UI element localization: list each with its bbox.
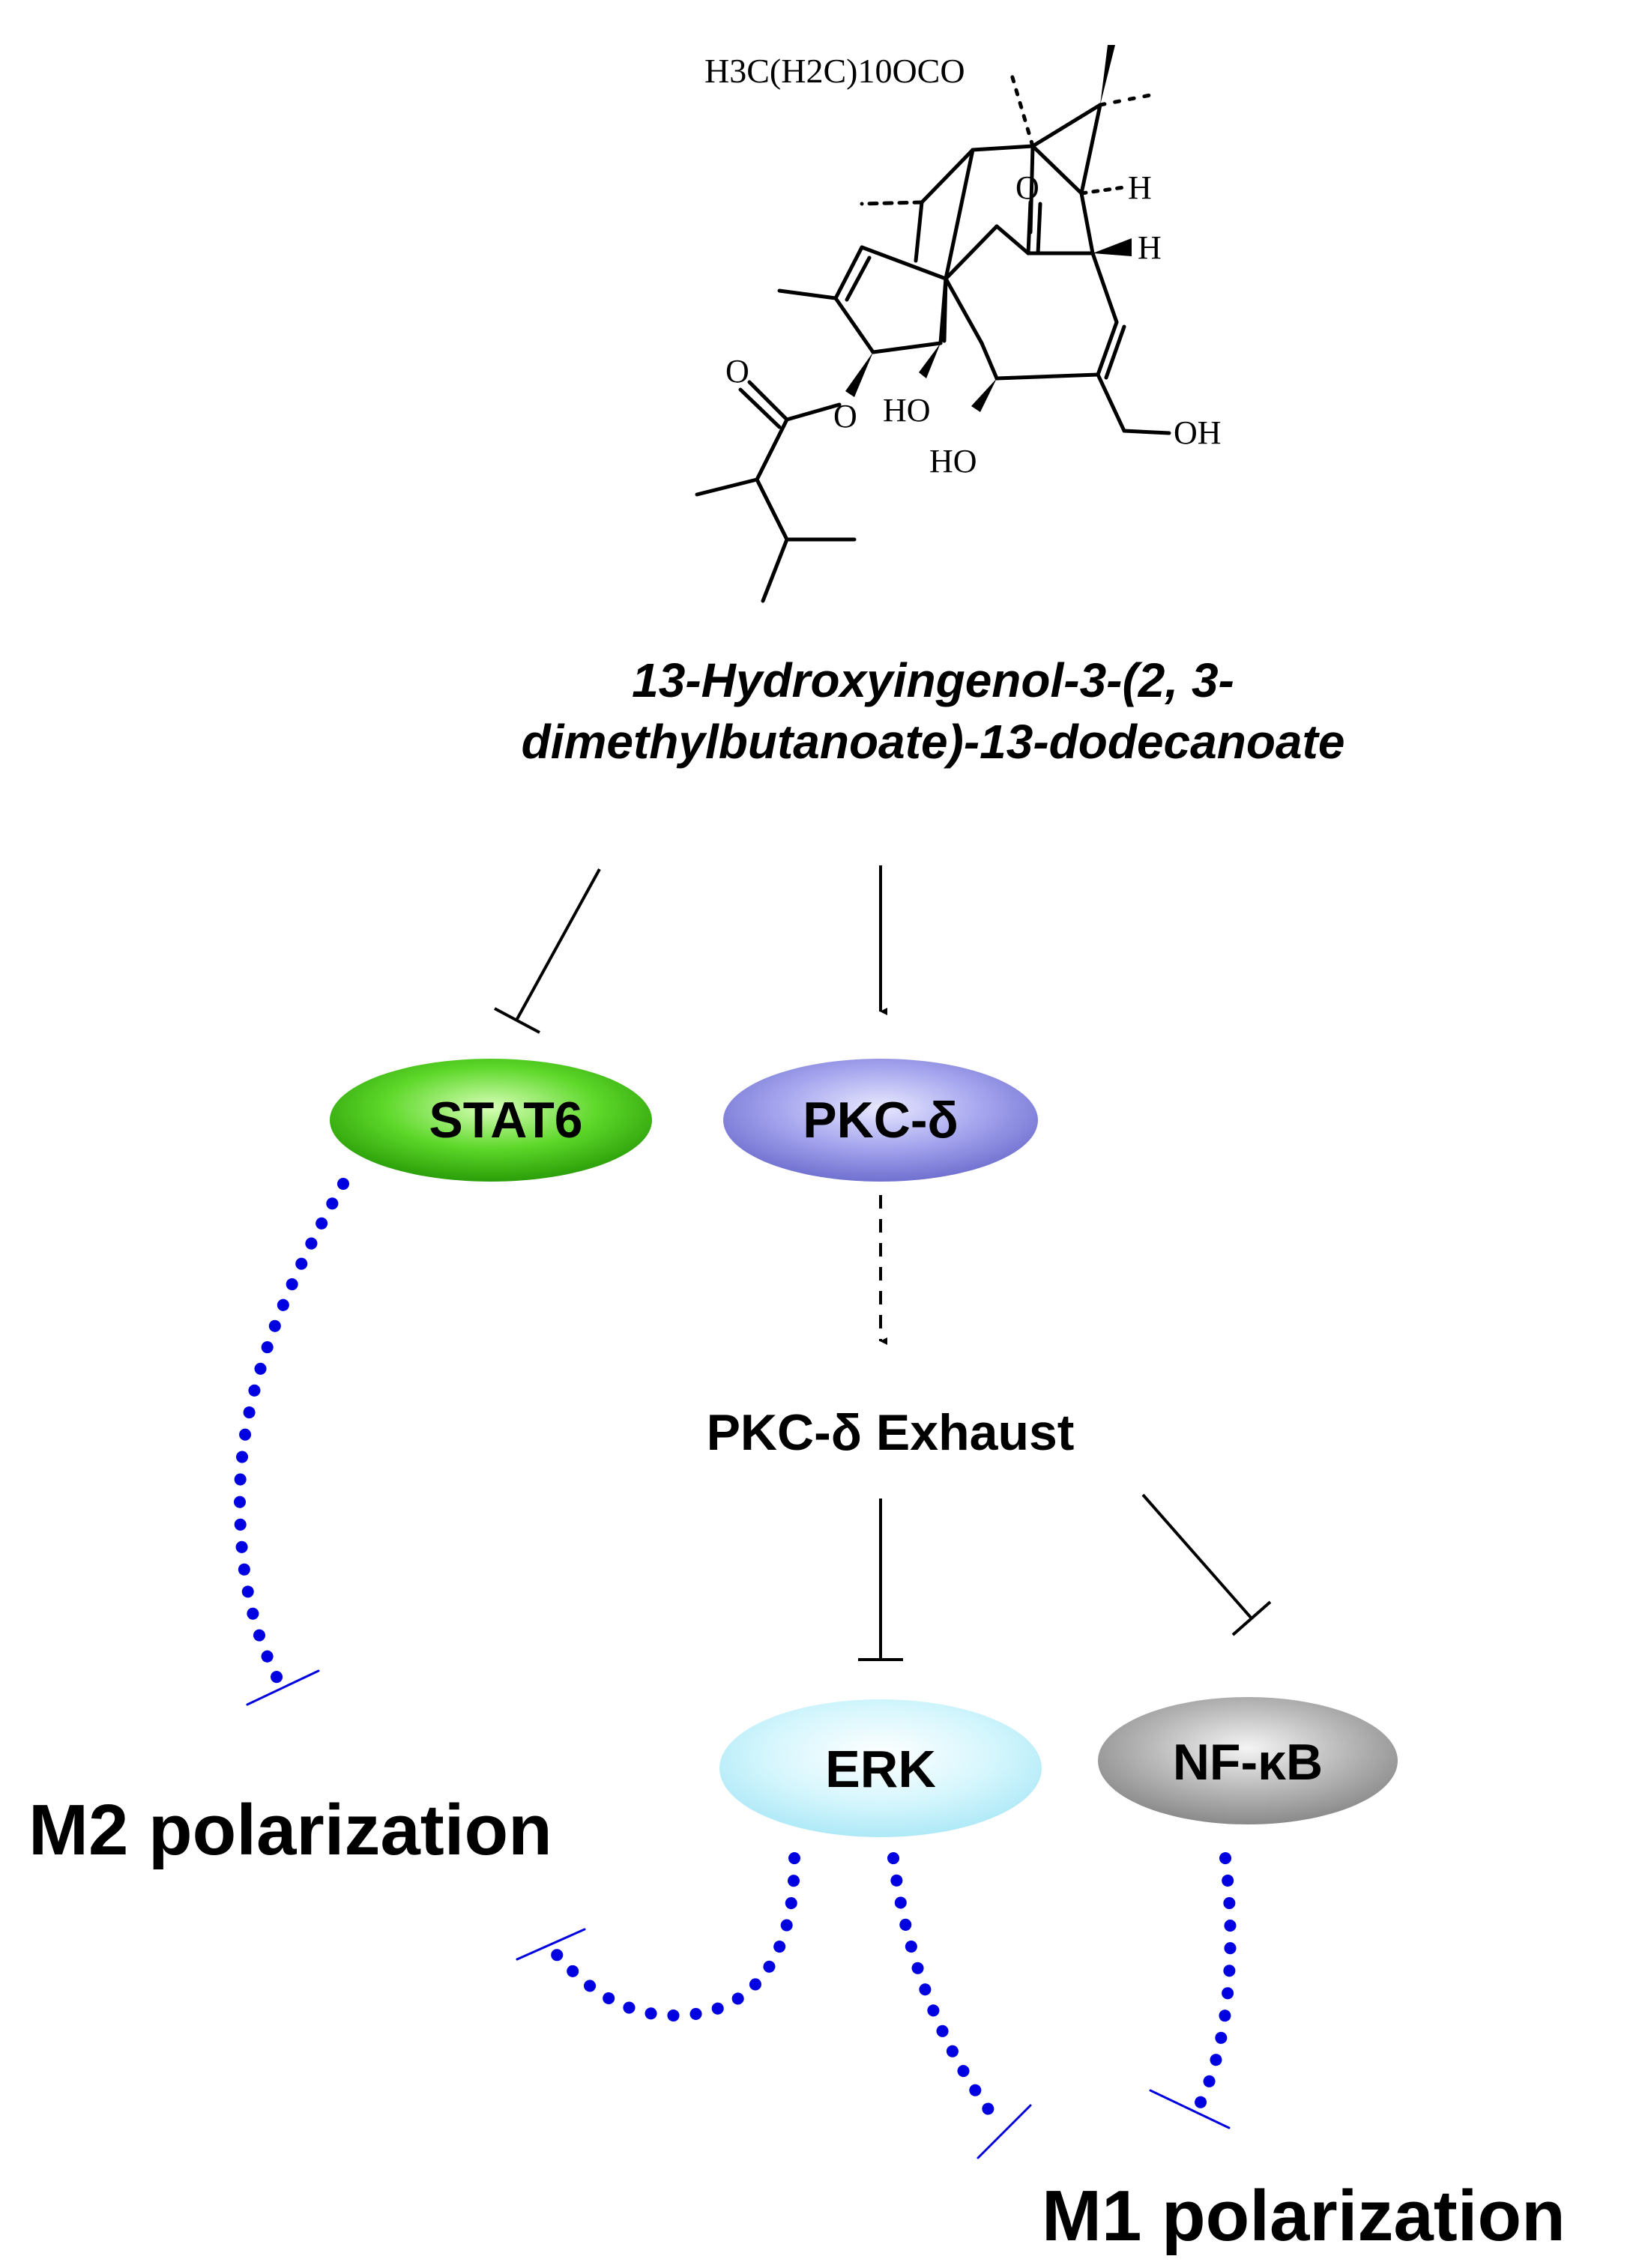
erk-m2-dotted (545, 1852, 800, 2022)
stat6-m2-bar (246, 1669, 320, 1706)
node-erk: ERK (719, 1699, 1042, 1837)
node-nfkb: NF-κB (1098, 1697, 1398, 1824)
node-stat6: STAT6 (330, 1059, 652, 1182)
ho-ring-label: HO (883, 392, 931, 429)
inhibit-stat6-bar (494, 1007, 540, 1034)
h-upper-label: H (1128, 169, 1152, 206)
inhibit-stat6-line (516, 868, 601, 1020)
ester-carbonyl-o-label: O (725, 353, 749, 390)
stat6-label: STAT6 (429, 1092, 582, 1149)
nfkb-label: NF-κB (1173, 1734, 1323, 1791)
oh-side-label: OH (1174, 414, 1222, 451)
pkc-delta-label: PKC-δ (803, 1092, 958, 1149)
erk-m2-bar (516, 1928, 586, 1961)
connectors: exhaust (dashed) --> (494, 865, 1272, 1661)
nfkb-m1-dotted (1193, 1852, 1237, 2111)
dodecanoate-label: H3C(H2C)10OCO (704, 52, 965, 90)
nfkb-m1-bar (1149, 2089, 1231, 2129)
compound-structure (695, 45, 1171, 603)
erk-label: ERK (825, 1740, 936, 1798)
erk-m1-dotted (887, 1852, 1003, 2126)
compound-atom-labels: H3C(H2C)10OCO H H O O O HO HO OH (704, 52, 1222, 480)
stat6-m2-dotted (233, 1178, 349, 1684)
ho-lower-label: HO (929, 443, 977, 480)
dotted-inhibitions (233, 1178, 1237, 2159)
m2-polarization-label: M2 polarization (28, 1790, 552, 1870)
inhibit-nfkb-line (1141, 1493, 1253, 1620)
compound-name-line2: dimethylbutanoate)-13-dodecanoate (522, 715, 1345, 769)
node-pkc-delta: PKC-δ (723, 1059, 1038, 1182)
h-lower-label: H (1138, 229, 1162, 266)
ester-o-label: O (833, 398, 857, 435)
m1-polarization-label: M1 polarization (1042, 2176, 1566, 2256)
pkc-exhaust-label: PKC-δ Exhaust (707, 1404, 1075, 1461)
ketone-o-label: O (1015, 169, 1039, 206)
compound-name-line1: 13-Hydroxyingenol-3-(2, 3- (632, 653, 1234, 707)
inhibit-nfkb-bar (1231, 1600, 1272, 1636)
erk-m1-bar (977, 2104, 1032, 2159)
